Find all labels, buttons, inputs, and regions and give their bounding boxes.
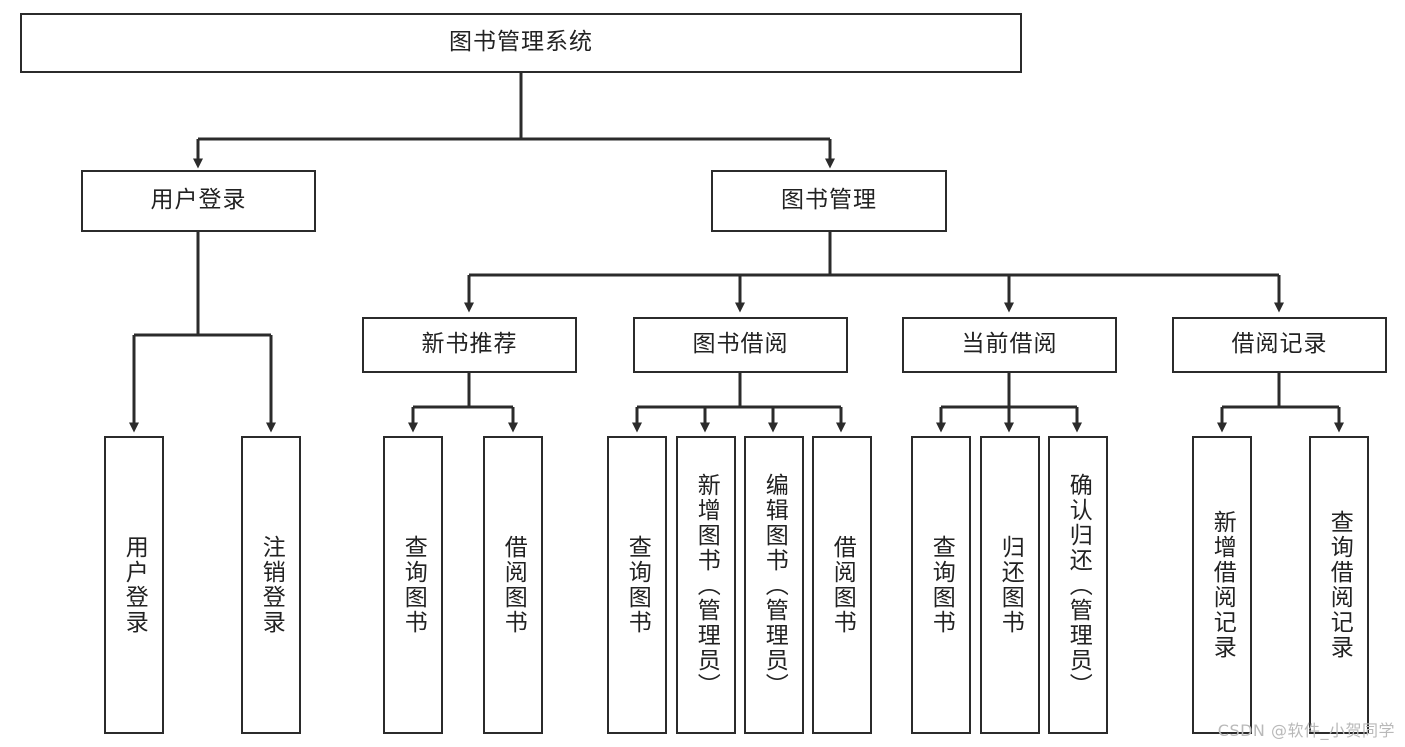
leaf-new-book-query[interactable]: 查询图书 <box>383 436 443 734</box>
leaf-record-query[interactable]: 查询借阅记录 <box>1309 436 1369 734</box>
leaf-new-book-borrow[interactable]: 借阅图书 <box>483 436 543 734</box>
leaf-borrow-edit-book-admin[interactable]: 编辑图书（管理员） <box>744 436 804 734</box>
node-user-login[interactable]: 用户登录 <box>81 170 316 232</box>
leaf-borrow-add-book-admin[interactable]: 新增图书（管理员） <box>676 436 736 734</box>
leaf-logout[interactable]: 注销登录 <box>241 436 301 734</box>
leaf-user-login[interactable]: 用户登录 <box>104 436 164 734</box>
leaf-current-query-book[interactable]: 查询图书 <box>911 436 971 734</box>
node-root[interactable]: 图书管理系统 <box>20 13 1022 73</box>
node-current-borrow[interactable]: 当前借阅 <box>902 317 1117 373</box>
node-borrow-record[interactable]: 借阅记录 <box>1172 317 1387 373</box>
node-book-borrow[interactable]: 图书借阅 <box>633 317 848 373</box>
leaf-borrow-query-book[interactable]: 查询图书 <box>607 436 667 734</box>
leaf-record-add[interactable]: 新增借阅记录 <box>1192 436 1252 734</box>
node-new-book-recommend[interactable]: 新书推荐 <box>362 317 577 373</box>
leaf-current-return-book[interactable]: 归还图书 <box>980 436 1040 734</box>
leaf-borrow-borrow-book[interactable]: 借阅图书 <box>812 436 872 734</box>
leaf-current-confirm-return-admin[interactable]: 确认归还（管理员） <box>1048 436 1108 734</box>
node-book-management[interactable]: 图书管理 <box>711 170 947 232</box>
watermark: CSDN @软件_小贺同学 <box>1217 721 1395 740</box>
